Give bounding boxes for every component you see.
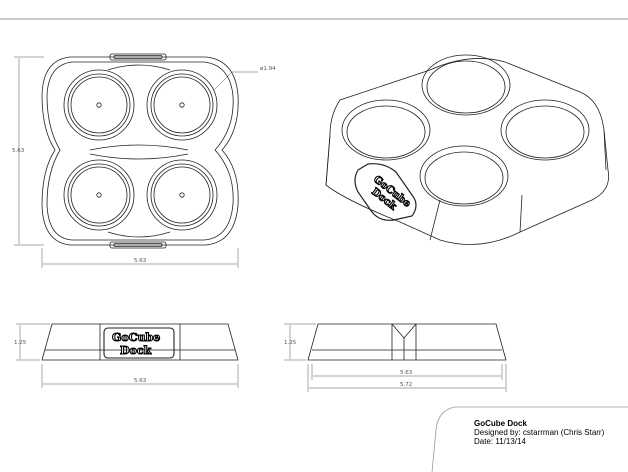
side-view: [307, 323, 507, 361]
top-view-width-dim: 5.63: [134, 258, 147, 264]
title-block-date: Date: 11/13/14: [474, 437, 526, 446]
front-height-dim: 1.25: [14, 340, 27, 346]
title-block: GoCube Dock Designed by: cstarrman (Chri…: [431, 406, 628, 472]
bottom-handle: [109, 241, 167, 249]
cup-top-left: [63, 69, 135, 141]
top-view-height-dim: 5.63: [12, 148, 25, 154]
side-overall-width-dim: 5.72: [400, 382, 412, 388]
top-handle: [109, 53, 167, 61]
cup-bottom-left: [63, 159, 135, 231]
iso-cup-back: [421, 54, 511, 116]
iso-cup-front: [419, 145, 509, 207]
iso-base: [325, 58, 610, 245]
top-view: [41, 53, 239, 249]
title-block-border: [431, 406, 628, 472]
cup-bottom-right: [146, 159, 218, 231]
title-block-title: GoCube Dock: [474, 419, 527, 428]
cup-diameter-dim: ø1.94: [260, 66, 276, 72]
side-height-dim: 1.25: [284, 340, 297, 346]
iso-view: [325, 54, 610, 245]
side-view-dimensions: [284, 323, 507, 392]
front-logo-plate: [103, 327, 175, 359]
iso-cup-left: [341, 99, 431, 161]
top-view-dimensions: [14, 56, 258, 268]
svg-text:Dock: Dock: [120, 344, 152, 357]
svg-text:GoCube: GoCube: [112, 331, 160, 344]
side-inner-width-dim: 5.63: [400, 370, 413, 376]
front-width-dim: 5.63: [134, 378, 147, 384]
top-view-outline: [41, 56, 239, 246]
iso-cup-right: [500, 99, 590, 161]
title-block-designer: Designed by: cstarrman (Chris Starr): [474, 428, 605, 437]
iso-logo-plate: [354, 163, 417, 221]
front-view-dimensions: [16, 323, 239, 388]
cup-top-right: [146, 69, 218, 141]
front-view: [41, 323, 239, 361]
front-logo: GoCube Dock: [111, 330, 160, 357]
